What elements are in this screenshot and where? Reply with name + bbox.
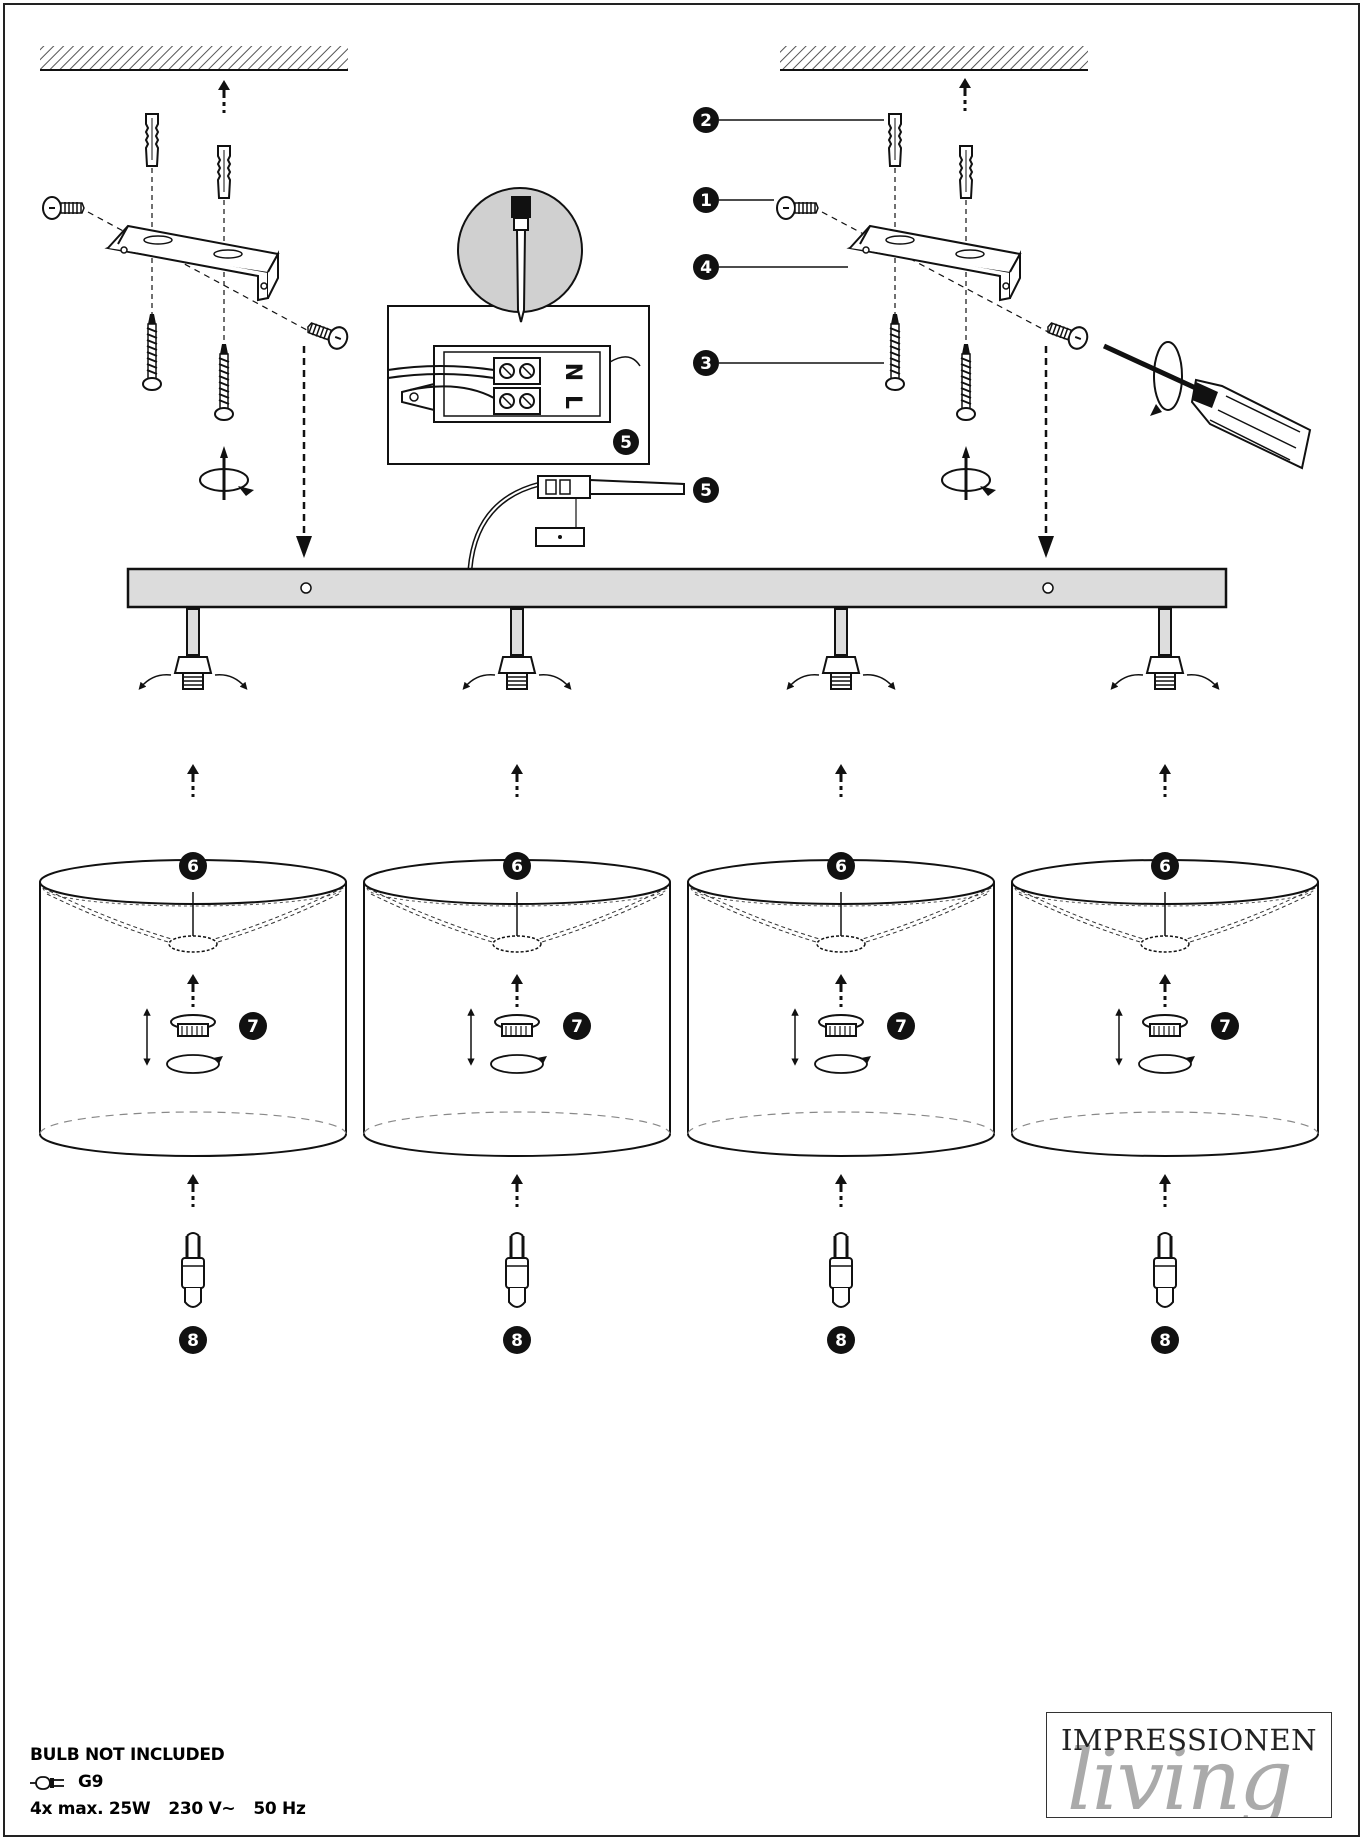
svg-text:7: 7 <box>247 1017 259 1037</box>
ring-nut-4 <box>1119 1012 1195 1073</box>
bulb-spec-footer: BULB NOT INCLUDED G9 4x max. 25W 230 V~ … <box>30 1742 450 1823</box>
mounting-bracket <box>107 225 279 301</box>
up-arrow <box>833 1172 849 1209</box>
socket-type-text: G9 <box>78 1772 104 1792</box>
socket-type-row: G9 <box>30 1769 450 1796</box>
up-arrow <box>185 762 201 799</box>
screwdriver-tip-icon <box>511 196 531 323</box>
g9-bulb-icon <box>828 1231 854 1309</box>
down-arrow-right <box>1038 346 1054 558</box>
svg-text:5: 5 <box>620 433 632 453</box>
ring-nut-1 <box>147 1012 223 1073</box>
frequency-text: 50 Hz <box>253 1799 306 1819</box>
brand-wordmark: IMPRESSIONEN <box>1060 1723 1318 1757</box>
cable-connector: 5 <box>467 475 719 570</box>
svg-text:6: 6 <box>187 857 199 877</box>
screwdriver-icon <box>1102 341 1312 470</box>
wall-plug <box>959 145 973 199</box>
callout-7: 7 7 7 7 <box>239 1012 1239 1040</box>
wood-screw <box>885 313 905 391</box>
svg-text:8: 8 <box>835 1331 847 1351</box>
brand-script: living <box>1067 1731 1293 1818</box>
live-label: L <box>560 395 585 409</box>
svg-text:8: 8 <box>1159 1331 1171 1351</box>
rating-row: 4x max. 25W 230 V~ 50 Hz <box>30 1796 450 1823</box>
ceiling-bar <box>126 567 1228 609</box>
svg-text:1: 1 <box>700 191 712 211</box>
bulb-not-included-text: BULB NOT INCLUDED <box>30 1745 225 1765</box>
machine-screw <box>42 196 85 220</box>
svg-text:3: 3 <box>700 354 712 374</box>
wall-plug <box>217 145 231 199</box>
g9-bulb-icon <box>1152 1231 1178 1309</box>
bulb-note-row: BULB NOT INCLUDED <box>30 1742 450 1769</box>
g9-bulb-icon <box>504 1231 530 1309</box>
svg-text:6: 6 <box>1159 857 1171 877</box>
wood-screw <box>956 343 976 421</box>
lampshade-1 <box>39 859 347 1157</box>
up-arrow-ceiling-left <box>216 78 232 115</box>
svg-text:7: 7 <box>1219 1017 1231 1037</box>
ring-nut-2 <box>471 1012 547 1073</box>
socket-holder-1 <box>141 609 245 689</box>
callout-1: 1 <box>693 187 774 213</box>
up-arrow-ceiling-right <box>957 76 973 113</box>
lampshade-4 <box>1011 859 1319 1157</box>
machine-screw <box>1043 315 1092 353</box>
callout-4: 4 <box>693 254 848 280</box>
lampshade-2 <box>363 859 671 1157</box>
twist-arrow <box>941 468 997 497</box>
down-arrow-left <box>296 346 312 558</box>
svg-text:8: 8 <box>511 1331 523 1351</box>
svg-text:4: 4 <box>700 258 712 278</box>
up-arrow <box>509 1172 525 1209</box>
ring-nut-3 <box>795 1012 871 1073</box>
svg-text:8: 8 <box>187 1331 199 1351</box>
left-mounting-assembly <box>42 113 352 500</box>
socket-holder-2 <box>465 609 569 689</box>
twist-arrow <box>199 468 255 497</box>
socket-holder-3 <box>789 609 893 689</box>
mounting-bracket <box>849 225 1021 301</box>
neutral-label: N <box>560 363 585 381</box>
svg-text:2: 2 <box>700 111 712 131</box>
svg-text:6: 6 <box>511 857 523 877</box>
page-frame <box>3 3 1360 1837</box>
wood-screw <box>142 313 162 391</box>
wattage-text: 4x max. 25W <box>30 1799 151 1819</box>
wall-plug <box>145 113 159 167</box>
up-arrow <box>185 1172 201 1209</box>
svg-text:5: 5 <box>700 481 712 501</box>
callout-8: 8 8 8 8 <box>179 1326 1179 1354</box>
up-arrow <box>1157 972 1173 1009</box>
up-arrow <box>833 972 849 1009</box>
terminal-block-detail: N L 5 <box>387 187 650 465</box>
socket-holder-4 <box>1113 609 1217 689</box>
up-arrow <box>509 762 525 799</box>
ceiling-left <box>40 46 348 71</box>
callout-2: 2 <box>693 107 884 133</box>
wall-plug <box>888 113 902 167</box>
callout-6: 6 6 6 6 <box>179 852 1179 880</box>
ceiling-right <box>780 46 1088 71</box>
up-arrow <box>185 972 201 1009</box>
voltage-text: 230 V~ <box>168 1799 236 1819</box>
right-mounting-assembly <box>776 113 1312 500</box>
up-arrow <box>509 972 525 1009</box>
svg-text:6: 6 <box>835 857 847 877</box>
bulb-socket-icon <box>30 1774 66 1792</box>
up-arrow <box>1157 762 1173 799</box>
brand-logo: living IMPRESSIONEN <box>1046 1712 1332 1818</box>
lampshade-3 <box>687 859 995 1157</box>
up-arrow <box>833 762 849 799</box>
machine-screw <box>776 196 819 220</box>
callout-3: 3 <box>693 350 884 376</box>
up-arrow <box>1157 1172 1173 1209</box>
wood-screw <box>214 343 234 421</box>
g9-bulb-icon <box>180 1231 206 1309</box>
svg-text:7: 7 <box>571 1017 583 1037</box>
svg-text:7: 7 <box>895 1017 907 1037</box>
machine-screw <box>303 315 352 353</box>
